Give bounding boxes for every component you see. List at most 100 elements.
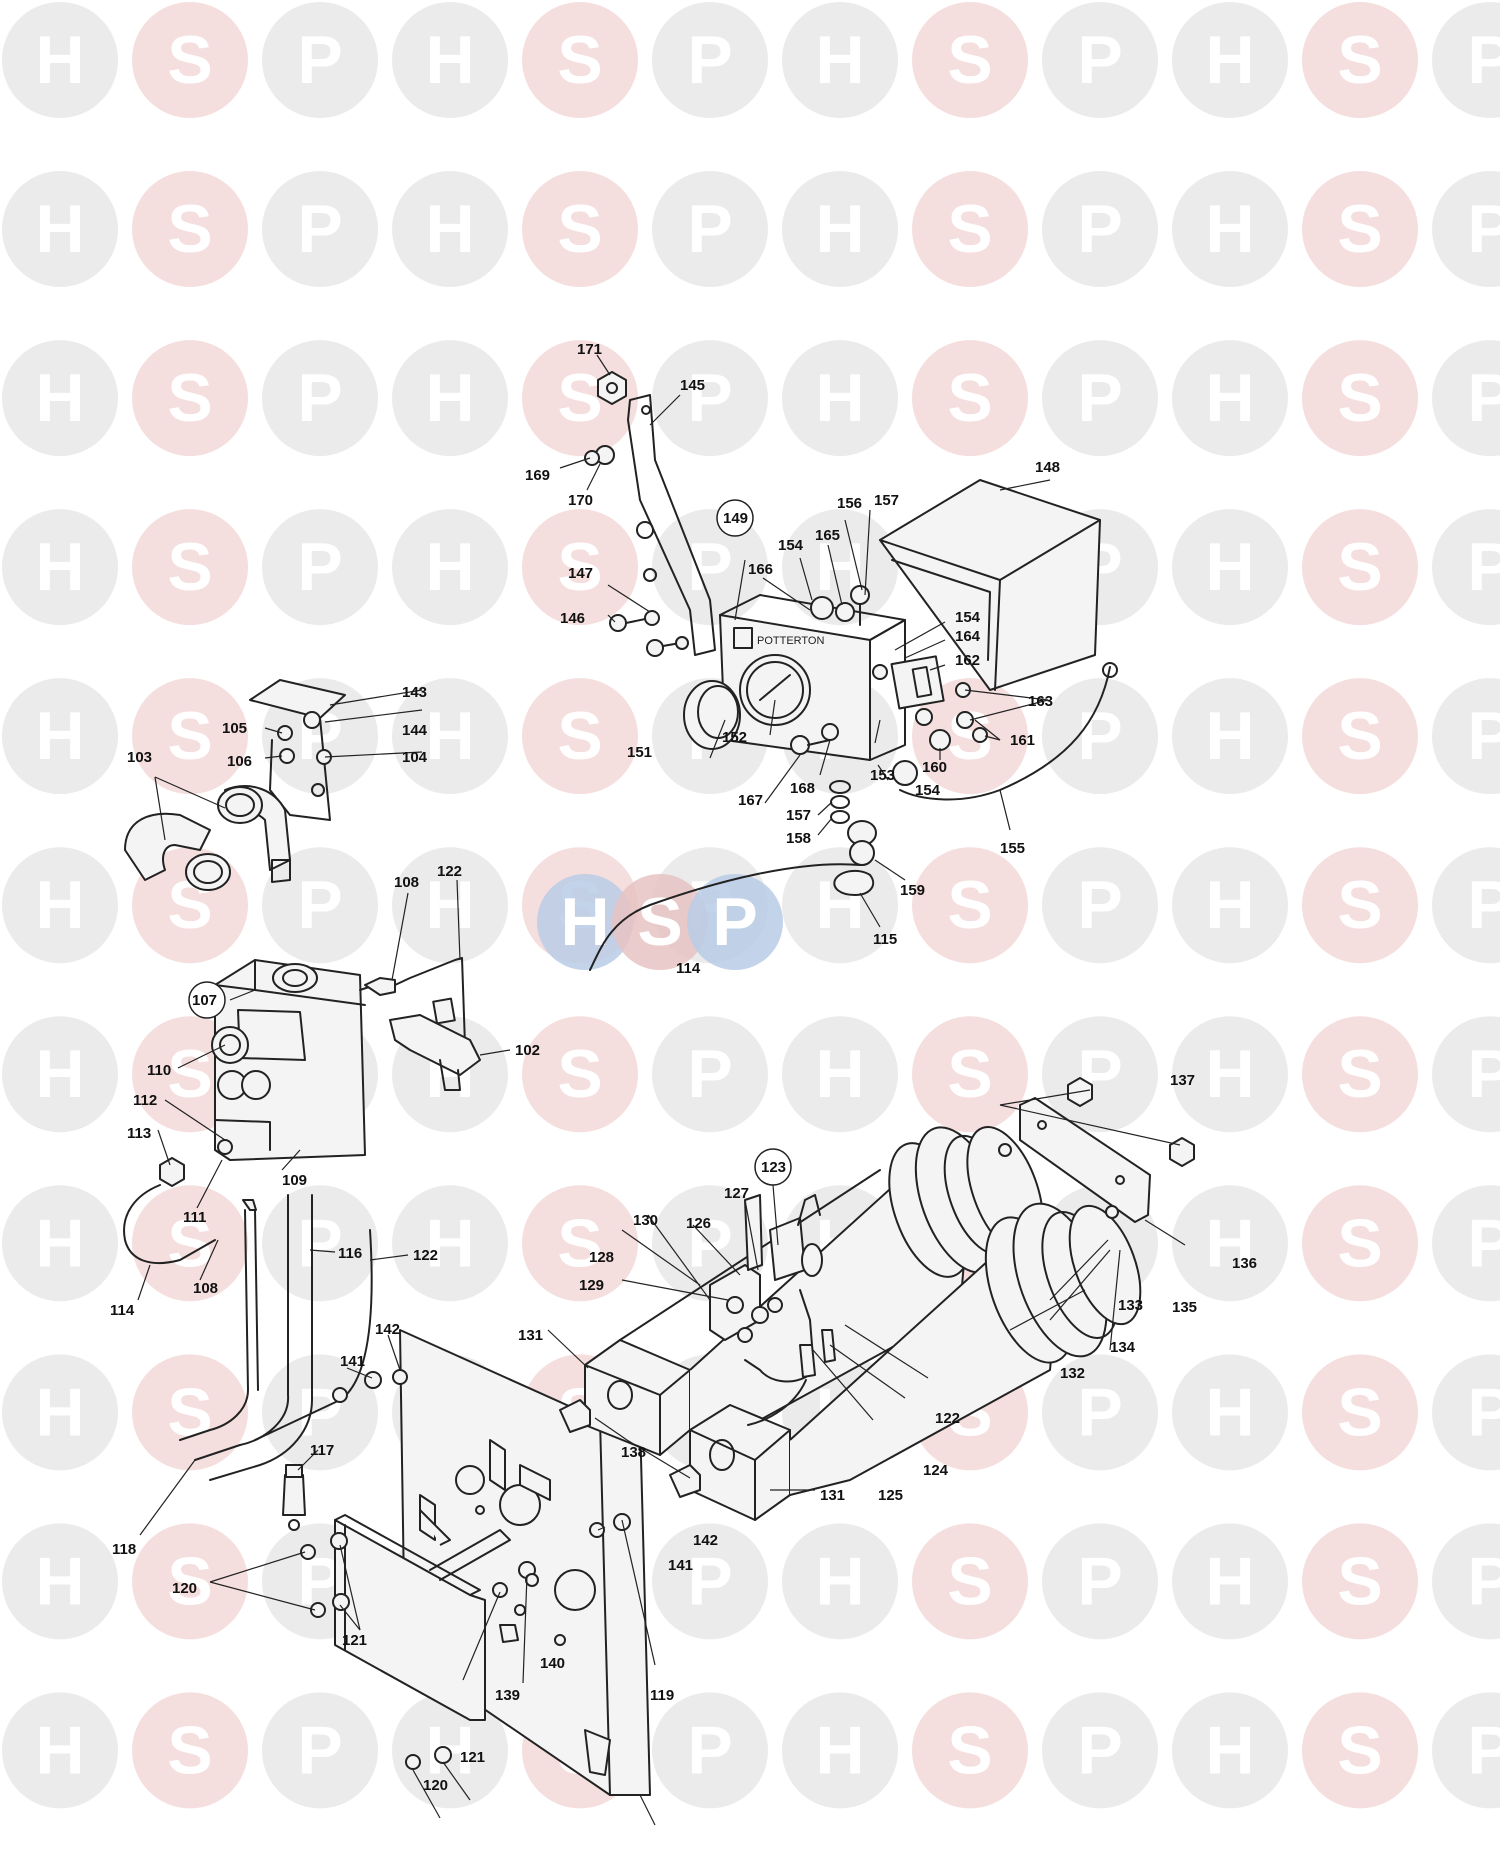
watermark-circle: [522, 1185, 638, 1302]
watermark-circle: [1432, 1016, 1500, 1133]
callout-110: 110: [147, 1062, 171, 1079]
pilot-assembly-drawing: [709, 1194, 836, 1426]
watermark-letter: P: [687, 22, 732, 98]
callout-166: 166: [748, 561, 773, 578]
parts-drawing: POTTERTON: [123, 371, 1195, 1796]
watermark-logo-circle: [687, 874, 783, 970]
watermark-letter: H: [35, 1374, 84, 1450]
callout-155: 155: [1000, 840, 1025, 857]
watermark-circle: [1302, 1523, 1418, 1640]
watermark-circle: [392, 340, 508, 457]
callout-108-lower: 108: [193, 1280, 218, 1297]
watermark-circle: [2, 1016, 118, 1133]
watermark-letter: H: [35, 867, 84, 943]
callout-152: 152: [722, 729, 747, 746]
watermark-circle: [1172, 1016, 1288, 1133]
nuts-169-171-drawing: [584, 371, 627, 466]
watermark-letter: S: [557, 1036, 602, 1112]
watermark-circle: [1432, 1692, 1500, 1809]
watermark-letter: P: [1077, 1543, 1122, 1619]
watermark-circle: [782, 1523, 898, 1640]
watermark-circle: [1042, 171, 1158, 288]
watermark-circle: [132, 171, 248, 288]
watermark-circle: [652, 171, 768, 288]
watermark-circle: [912, 1692, 1028, 1809]
watermark-letter: H: [815, 360, 864, 436]
callout-120-upper: 120: [172, 1580, 197, 1597]
watermark-letter: P: [687, 1543, 732, 1619]
watermark-letter: P: [297, 1205, 342, 1281]
screws-panel-drawing: [300, 1369, 631, 1770]
watermark-letter: P: [1467, 529, 1500, 605]
watermark-letter: P: [1467, 1205, 1500, 1281]
watermark-logo-circle: [612, 874, 708, 970]
watermark-circle: [1042, 678, 1158, 795]
watermark-circle: [132, 1692, 248, 1809]
watermark-letter: P: [297, 529, 342, 605]
watermark-circle: [2, 340, 118, 457]
watermark-circle: [1432, 340, 1500, 457]
callout-114-top: 114: [676, 960, 701, 977]
callout-169: 169: [525, 467, 550, 484]
watermark-letter: S: [947, 191, 992, 267]
callout-141-right: 141: [668, 1557, 693, 1574]
callout-105: 105: [222, 720, 247, 737]
watermark-letter: H: [1205, 867, 1254, 943]
watermark-circle: [522, 340, 638, 457]
valve-102-drawing: [389, 997, 481, 1091]
callout-124: 124: [923, 1462, 949, 1479]
watermark-letter: H: [35, 1712, 84, 1788]
watermark-circle: [912, 2, 1028, 118]
watermark-letter: S: [167, 1543, 212, 1619]
watermark-circle: [1172, 509, 1288, 626]
watermark-letter: H: [1205, 698, 1254, 774]
watermark-circle: [132, 2, 248, 118]
callout-170: 170: [568, 492, 593, 509]
callout-132: 132: [1060, 1365, 1085, 1382]
watermark-letter: S: [557, 529, 602, 605]
callout-119: 119: [650, 1687, 674, 1704]
watermark-letter: S: [947, 360, 992, 436]
watermark-circle: [912, 678, 1028, 795]
callout-148: 148: [1035, 459, 1060, 476]
watermark-letter: P: [687, 1036, 732, 1112]
watermark-circle: [1042, 1523, 1158, 1640]
watermark-circle: [392, 2, 508, 118]
callout-122-mid: 122: [413, 1247, 438, 1264]
watermark-circle: [1432, 847, 1500, 964]
lead-155-ring: [1102, 662, 1118, 678]
watermark-circle: [392, 1185, 508, 1302]
watermark-letter: H: [1205, 191, 1254, 267]
callout-158: 158: [786, 830, 811, 847]
watermark-letter: P: [1467, 360, 1500, 436]
callout-123: 123: [761, 1159, 786, 1176]
capillary-114-drawing: [589, 863, 861, 971]
callout-164: 164: [955, 628, 981, 645]
callout-154-top: 154: [778, 537, 804, 554]
watermark-circle: [1172, 678, 1288, 795]
watermark-circle: [2, 1185, 118, 1302]
watermark-letter: S: [947, 1712, 992, 1788]
watermark-circle: [1302, 1185, 1418, 1302]
watermark-letter: H: [815, 22, 864, 98]
callout-135: 135: [1172, 1299, 1197, 1316]
watermark-letter: P: [297, 1374, 342, 1450]
watermark-circle: [1432, 171, 1500, 288]
watermark-circle: [1302, 1016, 1418, 1133]
watermark-letter: H: [815, 1036, 864, 1112]
watermark-letter: S: [1337, 1205, 1382, 1281]
callout-128: 128: [589, 1249, 614, 1266]
watermark-circle: [652, 1692, 768, 1809]
watermark-letter: P: [1467, 698, 1500, 774]
watermark-circle: [1172, 171, 1288, 288]
callout-130: 130: [633, 1212, 658, 1229]
screws-146-147-drawing: [609, 610, 689, 657]
watermark-circle: [2, 509, 118, 626]
callout-131-lower: 131: [820, 1487, 845, 1504]
watermark-circle: [1042, 847, 1158, 964]
watermark-letter: P: [1077, 191, 1122, 267]
bulb-115-drawing: [833, 869, 875, 896]
watermark-circle: [132, 1185, 248, 1302]
